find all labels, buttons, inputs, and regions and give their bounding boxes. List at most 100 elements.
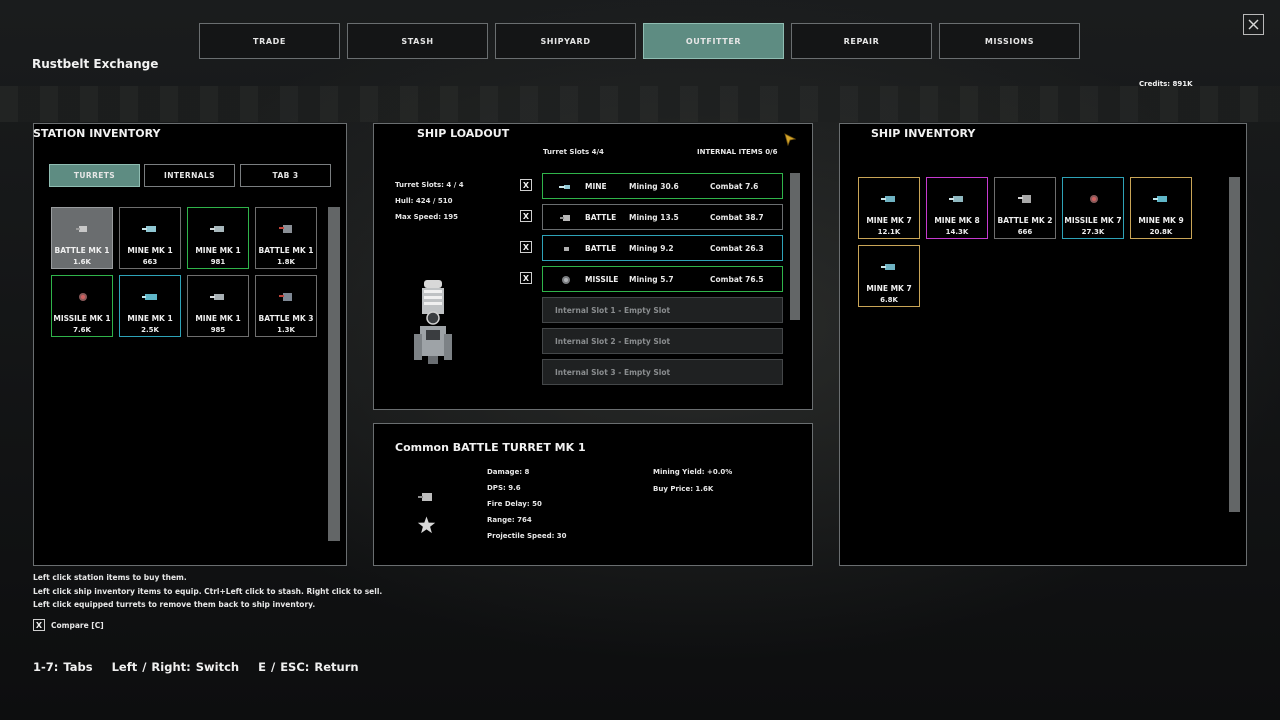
ship-inventory-item[interactable]: BATTLE MK 2 666 bbox=[994, 177, 1056, 239]
battle-turret-icon bbox=[418, 493, 432, 501]
station-tab-internals[interactable]: INTERNALS bbox=[144, 164, 235, 187]
ship-inventory-item[interactable]: MISSILE MK 7 27.3K bbox=[1062, 177, 1124, 239]
detail-stat: Projectile Speed: 30 bbox=[487, 532, 567, 540]
item-details-title: Common BATTLE TURRET MK 1 bbox=[395, 441, 586, 454]
item-price: 27.3K bbox=[1081, 228, 1105, 236]
station-scrollbar[interactable] bbox=[328, 207, 340, 541]
station-name: Rustbelt Exchange bbox=[32, 57, 159, 71]
key-hint: Left / Right: Switch bbox=[111, 660, 240, 674]
item-price: 1.8K bbox=[277, 258, 295, 266]
turret-slots-header: Turret Slots 4/4 bbox=[543, 148, 604, 156]
turret-mining: Mining 30.6 bbox=[629, 182, 679, 191]
item-price: 20.8K bbox=[1149, 228, 1173, 236]
ship-inventory-scrollbar[interactable] bbox=[1229, 177, 1240, 512]
internal-slot-label: Internal Slot 2 - Empty Slot bbox=[555, 337, 671, 346]
ship-inventory-item[interactable]: MINE MK 7 12.1K bbox=[858, 177, 920, 239]
battle-turret-icon bbox=[279, 293, 292, 301]
internal-slot-1[interactable]: Internal Slot 1 - Empty Slot bbox=[542, 297, 783, 323]
mining-turret-icon bbox=[949, 196, 963, 202]
battle-turret-icon bbox=[1018, 195, 1031, 203]
item-price: 985 bbox=[210, 326, 226, 334]
turret-type: BATTLE bbox=[585, 244, 617, 253]
turret-combat: Combat 38.7 bbox=[710, 213, 764, 222]
internal-slot-label: Internal Slot 1 - Empty Slot bbox=[555, 306, 671, 315]
battle-turret-icon bbox=[560, 215, 570, 221]
item-price: 1.3K bbox=[277, 326, 295, 334]
tab-missions[interactable]: MISSIONS bbox=[939, 23, 1080, 59]
ship-loadout-title: SHIP LOADOUT bbox=[417, 127, 510, 140]
turret-type: MISSILE bbox=[585, 275, 619, 284]
ship-inventory-item[interactable]: MINE MK 9 20.8K bbox=[1130, 177, 1192, 239]
turret-type: BATTLE bbox=[585, 213, 617, 222]
tab-shipyard[interactable]: SHIPYARD bbox=[495, 23, 636, 59]
close-button[interactable] bbox=[1243, 14, 1264, 35]
detail-stat: Fire Delay: 50 bbox=[487, 500, 542, 508]
key-hint: 1-7: Tabs bbox=[33, 660, 93, 674]
compare-label: Compare [C] bbox=[51, 621, 104, 630]
remove-turret-button[interactable]: X bbox=[520, 179, 532, 191]
station-tab-turrets[interactable]: TURRETS bbox=[49, 164, 140, 187]
item-price: 663 bbox=[142, 258, 158, 266]
turret-slot-1[interactable]: MINE Mining 30.6 Combat 7.6 bbox=[542, 173, 783, 199]
internal-items-header: INTERNAL ITEMS 0/6 bbox=[697, 148, 778, 156]
item-name: MINE MK 9 bbox=[1138, 216, 1184, 225]
ship-stat: Max Speed: 195 bbox=[395, 213, 459, 221]
tab-repair[interactable]: REPAIR bbox=[791, 23, 932, 59]
station-inventory-panel bbox=[33, 123, 347, 566]
turret-combat: Combat 76.5 bbox=[710, 275, 764, 284]
mining-turret-icon bbox=[1153, 196, 1167, 202]
battle-turret-icon bbox=[279, 225, 292, 233]
battle-turret-icon bbox=[76, 226, 87, 232]
ship-inventory-title: SHIP INVENTORY bbox=[871, 127, 976, 140]
ship-inventory-scroll-thumb[interactable] bbox=[1229, 177, 1240, 512]
key-hints: 1-7: Tabs Left / Right: Switch E / ESC: … bbox=[33, 660, 373, 674]
station-item[interactable]: MINE MK 1 2.5K bbox=[119, 275, 181, 337]
turret-mining: Mining 13.5 bbox=[629, 213, 679, 222]
loadout-scroll-thumb[interactable] bbox=[790, 173, 800, 320]
station-item[interactable]: BATTLE MK 1 1.6K bbox=[51, 207, 113, 269]
missile-turret-icon bbox=[79, 293, 87, 301]
help-text: Left click station items to buy them. bbox=[33, 573, 187, 582]
ship-sprite bbox=[414, 280, 452, 364]
loadout-scrollbar[interactable] bbox=[790, 173, 800, 382]
item-name: MINE MK 1 bbox=[127, 246, 173, 255]
tab-stash[interactable]: STASH bbox=[347, 23, 488, 59]
item-price: 12.1K bbox=[877, 228, 901, 236]
remove-turret-button[interactable]: X bbox=[520, 210, 532, 222]
station-item[interactable]: BATTLE MK 1 1.8K bbox=[255, 207, 317, 269]
ship-stat: Hull: 424 / 510 bbox=[395, 197, 453, 205]
station-item[interactable]: MINE MK 1 985 bbox=[187, 275, 249, 337]
mining-turret-icon bbox=[881, 264, 895, 270]
battle-turret-icon bbox=[564, 247, 569, 251]
internal-slot-3[interactable]: Internal Slot 3 - Empty Slot bbox=[542, 359, 783, 385]
station-item[interactable]: MINE MK 1 663 bbox=[119, 207, 181, 269]
item-price: 2.5K bbox=[141, 326, 159, 334]
ship-inventory-item[interactable]: MINE MK 7 6.8K bbox=[858, 245, 920, 307]
item-details-panel bbox=[373, 423, 813, 566]
item-name: BATTLE MK 2 bbox=[997, 216, 1053, 225]
item-name: MISSILE MK 7 bbox=[1064, 216, 1122, 225]
station-item[interactable]: MISSILE MK 1 7.6K bbox=[51, 275, 113, 337]
turret-slot-3[interactable]: BATTLE Mining 9.2 Combat 26.3 bbox=[542, 235, 783, 261]
detail-stat: DPS: 9.6 bbox=[487, 484, 521, 492]
tab-outfitter[interactable]: OUTFITTER bbox=[643, 23, 784, 59]
mouse-cursor-icon bbox=[784, 133, 796, 146]
remove-turret-button[interactable]: X bbox=[520, 241, 532, 253]
tab-trade[interactable]: TRADE bbox=[199, 23, 340, 59]
compare-checkbox[interactable]: X bbox=[33, 619, 45, 631]
item-price: 1.6K bbox=[73, 258, 91, 266]
station-item[interactable]: BATTLE MK 3 1.3K bbox=[255, 275, 317, 337]
remove-turret-button[interactable]: X bbox=[520, 272, 532, 284]
ship-stat: Turret Slots: 4 / 4 bbox=[395, 181, 464, 189]
turret-slot-2[interactable]: BATTLE Mining 13.5 Combat 38.7 bbox=[542, 204, 783, 230]
turret-mining: Mining 5.7 bbox=[629, 275, 674, 284]
station-tab-3[interactable]: TAB 3 bbox=[240, 164, 331, 187]
station-scroll-thumb[interactable] bbox=[328, 207, 340, 541]
internal-slot-2[interactable]: Internal Slot 2 - Empty Slot bbox=[542, 328, 783, 354]
item-name: MISSILE MK 1 bbox=[53, 314, 111, 323]
ship-inventory-item[interactable]: MINE MK 8 14.3K bbox=[926, 177, 988, 239]
station-inventory-title: STATION INVENTORY bbox=[33, 127, 161, 140]
station-item[interactable]: MINE MK 1 981 bbox=[187, 207, 249, 269]
turret-combat: Combat 7.6 bbox=[710, 182, 759, 191]
turret-slot-4[interactable]: MISSILE Mining 5.7 Combat 76.5 bbox=[542, 266, 783, 292]
